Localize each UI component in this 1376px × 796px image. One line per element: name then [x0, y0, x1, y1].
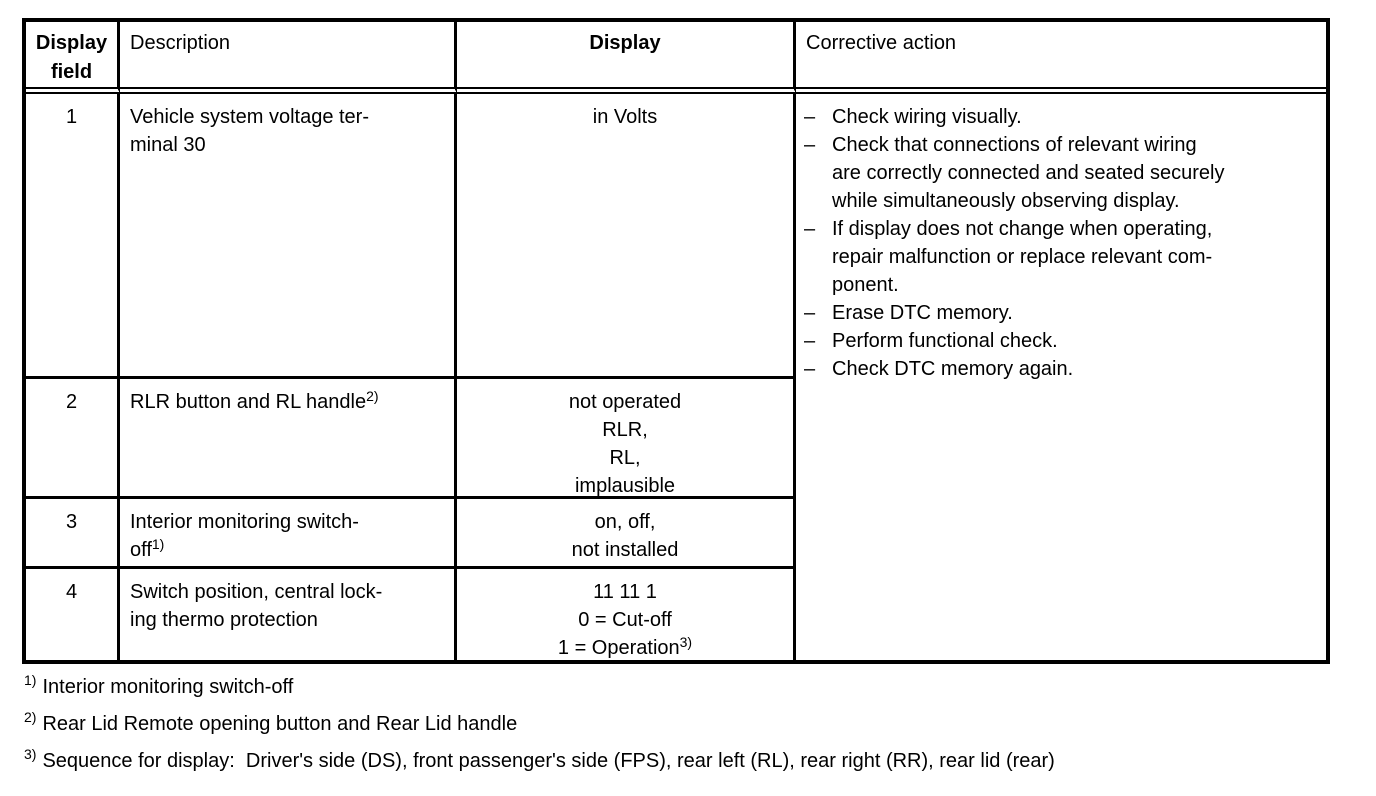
footnote-1-text: Interior monitoring switch-off — [42, 676, 294, 698]
corrective-item: Erase DTC memory. — [804, 299, 1320, 327]
footnote-3-marker: 3) — [24, 746, 37, 762]
row3-field-number: 3 — [26, 499, 120, 569]
row4-display-line: 11 11 1 — [593, 581, 657, 603]
row2-description: RLR button and RL handle2) — [120, 379, 457, 499]
row1-description-text: Vehicle system voltage ter- minal 30 — [130, 106, 369, 156]
row4-display-line: 0 = Cut-off — [578, 609, 672, 631]
footnote-2-text: Rear Lid Remote opening button and Rear … — [42, 713, 518, 735]
corrective-item: Check that connections of relevant wirin… — [804, 131, 1320, 215]
row3-display: on, off, not installed — [457, 499, 796, 569]
dash-bullet — [804, 299, 832, 327]
row1-field-number: 1 — [26, 94, 120, 379]
row2-display-line: not operated — [568, 391, 682, 413]
row4-display: 11 11 1 0 = Cut-off 1 = Operation3) — [457, 569, 796, 660]
diagnostic-display-table: Display field Description Display Correc… — [22, 18, 1330, 664]
row4-display-line: 1 = Operation3) — [457, 634, 793, 660]
header-description: Description — [120, 22, 457, 94]
corrective-item: Check wiring visually. — [804, 103, 1320, 131]
row2-description-text: RLR button and RL handle — [130, 391, 367, 413]
dash-bullet — [804, 355, 832, 383]
header-display-field: Display field — [26, 22, 120, 94]
footnote-1: 1) Interior monitoring switch-off — [24, 672, 1354, 700]
dash-bullet — [804, 131, 832, 215]
row1-display-line: in Volts — [592, 106, 658, 128]
row3-description: Interior monitoring switch- off1) — [120, 499, 457, 569]
row2-footnote-ref: 2) — [366, 388, 379, 404]
row4-description: Switch position, central lock- ing therm… — [120, 569, 457, 660]
corrective-item: Perform functional check. — [804, 327, 1320, 355]
row2-display-line: implausible — [574, 475, 676, 497]
row3-description-text: Interior monitoring switch- off — [130, 511, 359, 561]
row4-display-last-text: 1 = Operation — [557, 637, 680, 659]
footnote-1-marker: 1) — [24, 672, 37, 688]
footnote-3-text: Sequence for display: Driver's side (DS)… — [42, 750, 1055, 772]
dash-bullet — [804, 215, 832, 299]
dash-bullet — [804, 327, 832, 355]
row2-display: not operated RLR, RL, implausible — [457, 379, 796, 499]
row4-footnote-ref: 3) — [679, 634, 693, 650]
footnote-2: 2) Rear Lid Remote opening button and Rea… — [24, 709, 1354, 737]
row1-display: in Volts — [457, 94, 796, 379]
row4-description-text: Switch position, central lock- ing therm… — [130, 581, 383, 631]
row2-display-line: RL, — [609, 447, 641, 469]
row3-display-line: not installed — [571, 539, 679, 561]
footnote-3: 3) Sequence for display: Driver's side (D… — [24, 746, 1354, 774]
header-display: Display — [457, 22, 796, 94]
row2-display-line: RLR, — [602, 419, 648, 441]
corrective-action-cell: Check wiring visually. Check that connec… — [796, 94, 1326, 660]
corrective-item: If display does not change when operatin… — [804, 215, 1320, 299]
header-corrective-action: Corrective action — [796, 22, 1326, 94]
footnotes: 1) Interior monitoring switch-off 2) Rear … — [24, 672, 1354, 785]
row4-field-number: 4 — [26, 569, 120, 660]
corrective-item: Check DTC memory again. — [804, 355, 1320, 383]
row1-description: Vehicle system voltage ter- minal 30 — [120, 94, 457, 379]
dash-bullet — [804, 103, 832, 131]
footnote-2-marker: 2) — [24, 709, 37, 725]
row3-footnote-ref: 1) — [151, 536, 165, 552]
row3-display-line: on, off, — [594, 511, 656, 533]
row2-field-number: 2 — [26, 379, 120, 499]
